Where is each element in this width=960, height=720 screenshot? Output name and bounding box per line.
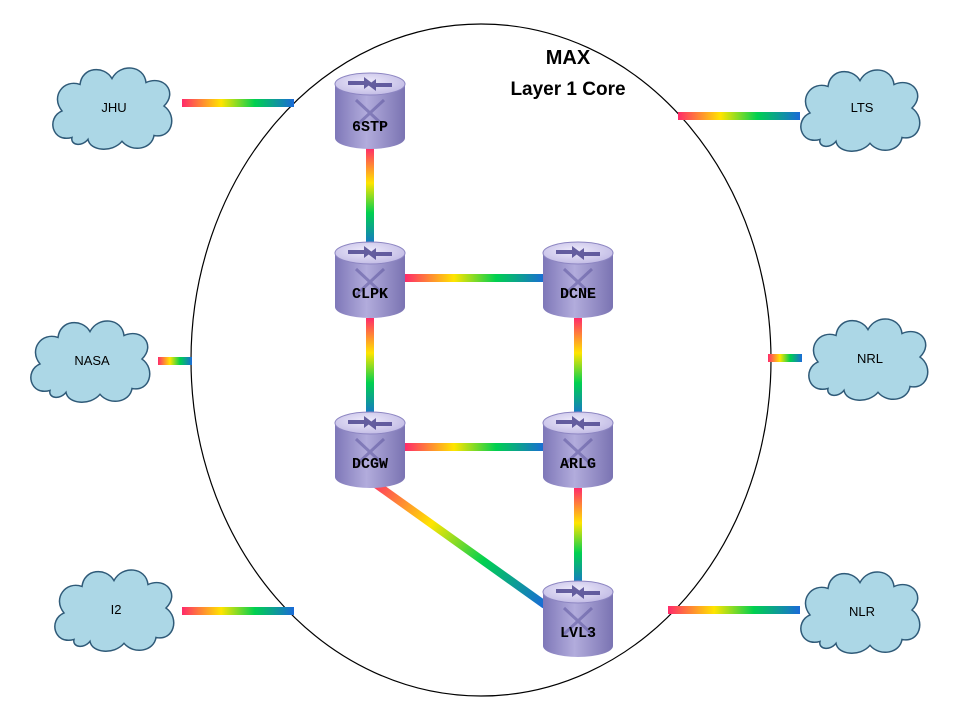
router-clpk[interactable]: CLPK (333, 240, 407, 320)
core-subtitle: Layer 1 Core (510, 79, 625, 100)
cloud-nrl[interactable]: NRL (808, 318, 929, 401)
link-arlg-lvl3 (574, 488, 582, 588)
core-title: MAX (546, 47, 591, 69)
router-dcne[interactable]: DCNE (541, 240, 615, 320)
cloud-label: NRL (857, 351, 883, 366)
router-label: DCGW (352, 456, 388, 473)
link-clpk-dcgw (366, 318, 374, 418)
router-dcgw[interactable]: DCGW (333, 410, 407, 490)
link-dcne-arlg (574, 318, 582, 418)
cloud-lts[interactable]: LTS (800, 69, 921, 152)
cloud-label: JHU (101, 100, 126, 115)
cloud-jhu[interactable]: JHU (52, 67, 173, 150)
router-label: CLPK (352, 286, 388, 303)
router-label: DCNE (560, 286, 596, 303)
router-arlg[interactable]: ARLG (541, 410, 615, 490)
router-6stp[interactable]: 6STP (333, 71, 407, 151)
router-label: LVL3 (560, 625, 596, 642)
cloud-label: NASA (74, 353, 110, 368)
cloud-nlr[interactable]: NLR (800, 571, 921, 654)
link-nrl-core (768, 354, 802, 362)
router-lvl3[interactable]: LVL3 (541, 579, 615, 659)
cloud-label: I2 (111, 602, 122, 617)
router-label: 6STP (352, 119, 388, 136)
link-dcgw-lvl3 (367, 476, 548, 609)
link-6stp-clpk (366, 148, 374, 248)
router-label: ARLG (560, 456, 596, 473)
core-ellipse (190, 23, 772, 697)
cloud-i2[interactable]: I2 (54, 569, 175, 652)
link-jhu-core (182, 99, 294, 107)
link-i2-core (182, 607, 294, 615)
cloud-nasa[interactable]: NASA (30, 320, 151, 403)
link-nlr-core (668, 606, 800, 614)
link-dcgw-arlg (405, 443, 545, 451)
cloud-label: NLR (849, 604, 875, 619)
link-clpk-dcne (405, 274, 545, 282)
link-nasa-core (158, 357, 192, 365)
cloud-label: LTS (851, 100, 874, 115)
link-lts-core (678, 112, 800, 120)
